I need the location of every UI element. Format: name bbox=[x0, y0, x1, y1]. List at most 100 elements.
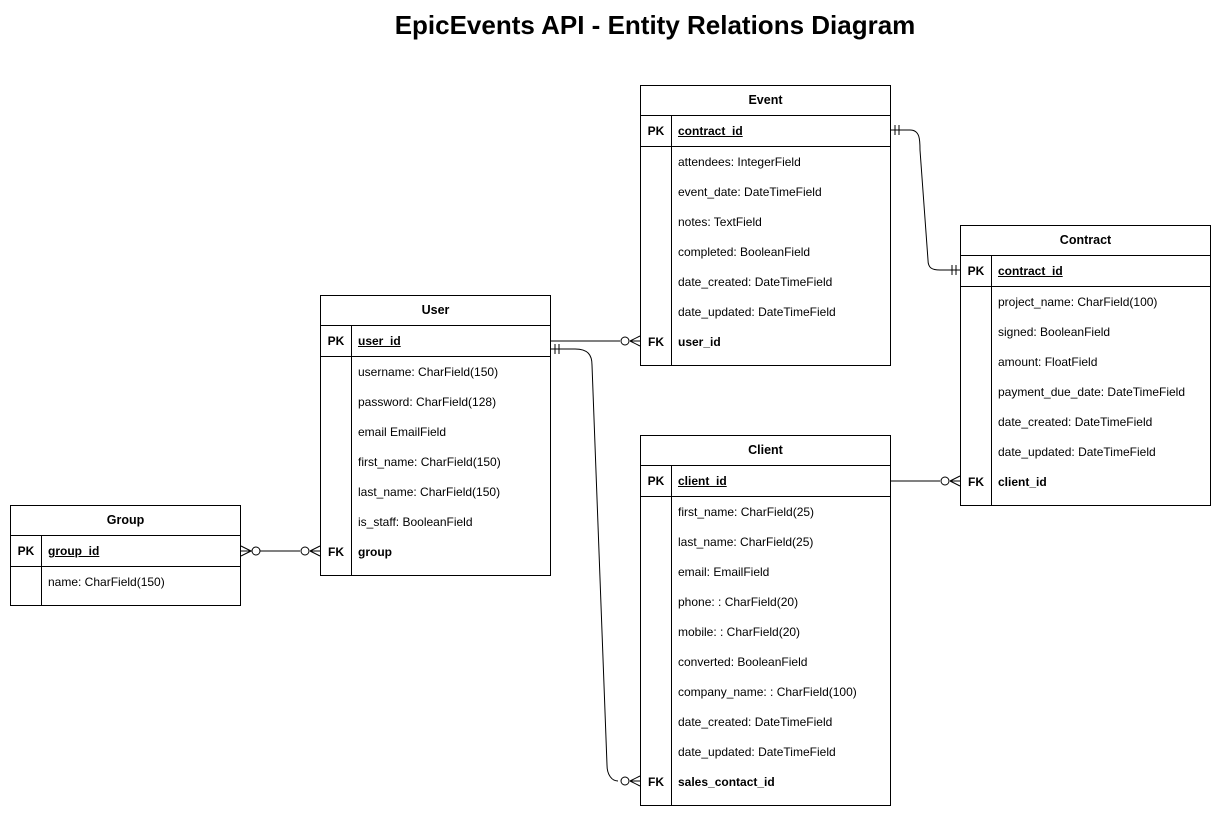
field-name: amount: FloatField bbox=[998, 355, 1098, 369]
field-name: date_updated: DateTimeField bbox=[678, 745, 836, 759]
field-row[interactable]: first_name: CharField(150) bbox=[321, 447, 550, 477]
key-column-divider bbox=[991, 255, 992, 505]
mark-one-one bbox=[554, 344, 560, 354]
entity-header: Group bbox=[11, 506, 240, 536]
field-name: phone: : CharField(20) bbox=[678, 595, 799, 609]
field-name: username: CharField(150) bbox=[358, 365, 499, 379]
pk-label: PK bbox=[967, 264, 985, 278]
field-row[interactable]: amount: FloatField bbox=[961, 347, 1210, 377]
mark-one-one bbox=[951, 265, 957, 275]
fk-row[interactable]: FK group bbox=[321, 537, 550, 567]
field-row[interactable]: event_date: DateTimeField bbox=[641, 177, 890, 207]
field-row[interactable]: name: CharField(150) bbox=[11, 567, 240, 597]
field-row[interactable]: username: CharField(150) bbox=[321, 357, 550, 387]
field-row[interactable]: is_staff: BooleanField bbox=[321, 507, 550, 537]
field-row[interactable]: notes: TextField bbox=[641, 207, 890, 237]
field-name: name: CharField(150) bbox=[48, 575, 165, 589]
field-name: last_name: CharField(150) bbox=[358, 485, 501, 499]
field-row[interactable]: password: CharField(128) bbox=[321, 387, 550, 417]
field-row[interactable]: payment_due_date: DateTimeField bbox=[961, 377, 1210, 407]
crow-foot-many bbox=[629, 335, 641, 347]
field-row[interactable]: date_updated: DateTimeField bbox=[641, 737, 890, 767]
crow-zero-circle bbox=[251, 546, 261, 556]
field-name: date_created: DateTimeField bbox=[998, 415, 1153, 429]
field-name: mobile: : CharField(20) bbox=[678, 625, 801, 639]
diagram-title: EpicEvents API - Entity Relations Diagra… bbox=[394, 10, 916, 40]
field-row[interactable]: date_updated: DateTimeField bbox=[961, 437, 1210, 467]
crow-foot-many bbox=[629, 775, 641, 787]
connector-event-contract bbox=[891, 129, 960, 271]
field-name: email EmailField bbox=[358, 425, 447, 439]
field-row[interactable]: email: EmailField bbox=[641, 557, 890, 587]
mark-one-one bbox=[894, 125, 900, 135]
connector-user-client bbox=[551, 348, 619, 782]
field-name: attendees: IntegerField bbox=[678, 155, 801, 169]
pk-field: contract_id bbox=[678, 124, 743, 138]
key-column-divider bbox=[351, 325, 352, 575]
pk-label: PK bbox=[647, 474, 665, 488]
field-row[interactable]: date_created: DateTimeField bbox=[641, 707, 890, 737]
field-name: payment_due_date: DateTimeField bbox=[998, 385, 1185, 399]
crow-zero-circle bbox=[620, 776, 630, 786]
field-row[interactable]: attendees: IntegerField bbox=[641, 147, 890, 177]
field-name: notes: TextField bbox=[678, 215, 762, 229]
pk-label: PK bbox=[327, 334, 345, 348]
field-name: password: CharField(128) bbox=[358, 395, 497, 409]
field-row[interactable]: date_created: DateTimeField bbox=[961, 407, 1210, 437]
field-row[interactable]: last_name: CharField(150) bbox=[321, 477, 550, 507]
field-row[interactable]: converted: BooleanField bbox=[641, 647, 890, 677]
field-name: last_name: CharField(25) bbox=[678, 535, 814, 549]
pk-field: client_id bbox=[678, 474, 727, 488]
fk-label: FK bbox=[328, 545, 344, 559]
field-row[interactable]: phone: : CharField(20) bbox=[641, 587, 890, 617]
fk-field: group bbox=[358, 545, 392, 559]
field-row[interactable]: company_name: : CharField(100) bbox=[641, 677, 890, 707]
field-name: converted: BooleanField bbox=[678, 655, 808, 669]
field-row[interactable]: mobile: : CharField(20) bbox=[641, 617, 890, 647]
crow-foot-many bbox=[949, 475, 961, 487]
field-row[interactable]: first_name: CharField(25) bbox=[641, 497, 890, 527]
field-name: is_staff: BooleanField bbox=[358, 515, 473, 529]
field-row[interactable]: completed: BooleanField bbox=[641, 237, 890, 267]
pk-row[interactable]: PK user_id bbox=[321, 326, 550, 357]
field-row[interactable]: project_name: CharField(100) bbox=[961, 287, 1210, 317]
field-name: completed: BooleanField bbox=[678, 245, 811, 259]
pk-row[interactable]: PK client_id bbox=[641, 466, 890, 497]
field-row[interactable]: email EmailField bbox=[321, 417, 550, 447]
field-name: date_updated: DateTimeField bbox=[678, 305, 836, 319]
field-row[interactable]: last_name: CharField(25) bbox=[641, 527, 890, 557]
field-name: first_name: CharField(150) bbox=[358, 455, 501, 469]
fk-field: user_id bbox=[678, 335, 721, 349]
key-column-divider bbox=[41, 535, 42, 605]
pk-field: user_id bbox=[358, 334, 401, 348]
field-name: first_name: CharField(25) bbox=[678, 505, 815, 519]
field-name: email: EmailField bbox=[678, 565, 770, 579]
field-name: project_name: CharField(100) bbox=[998, 295, 1158, 309]
crow-zero-circle bbox=[300, 546, 310, 556]
field-name: event_date: DateTimeField bbox=[678, 185, 822, 199]
fk-label: FK bbox=[968, 475, 984, 489]
field-row[interactable]: signed: BooleanField bbox=[961, 317, 1210, 347]
entity-header: User bbox=[321, 296, 550, 326]
field-name: company_name: : CharField(100) bbox=[678, 685, 857, 699]
field-name: signed: BooleanField bbox=[998, 325, 1111, 339]
crow-zero-circle bbox=[620, 336, 630, 346]
pk-row[interactable]: PK contract_id bbox=[961, 256, 1210, 287]
field-row[interactable]: date_updated: DateTimeField bbox=[641, 297, 890, 327]
key-column-divider bbox=[671, 465, 672, 805]
entity-header: Event bbox=[641, 86, 890, 116]
pk-field: contract_id bbox=[998, 264, 1063, 278]
field-name: date_created: DateTimeField bbox=[678, 715, 833, 729]
field-row[interactable]: date_created: DateTimeField bbox=[641, 267, 890, 297]
fk-field: sales_contact_id bbox=[678, 775, 775, 789]
